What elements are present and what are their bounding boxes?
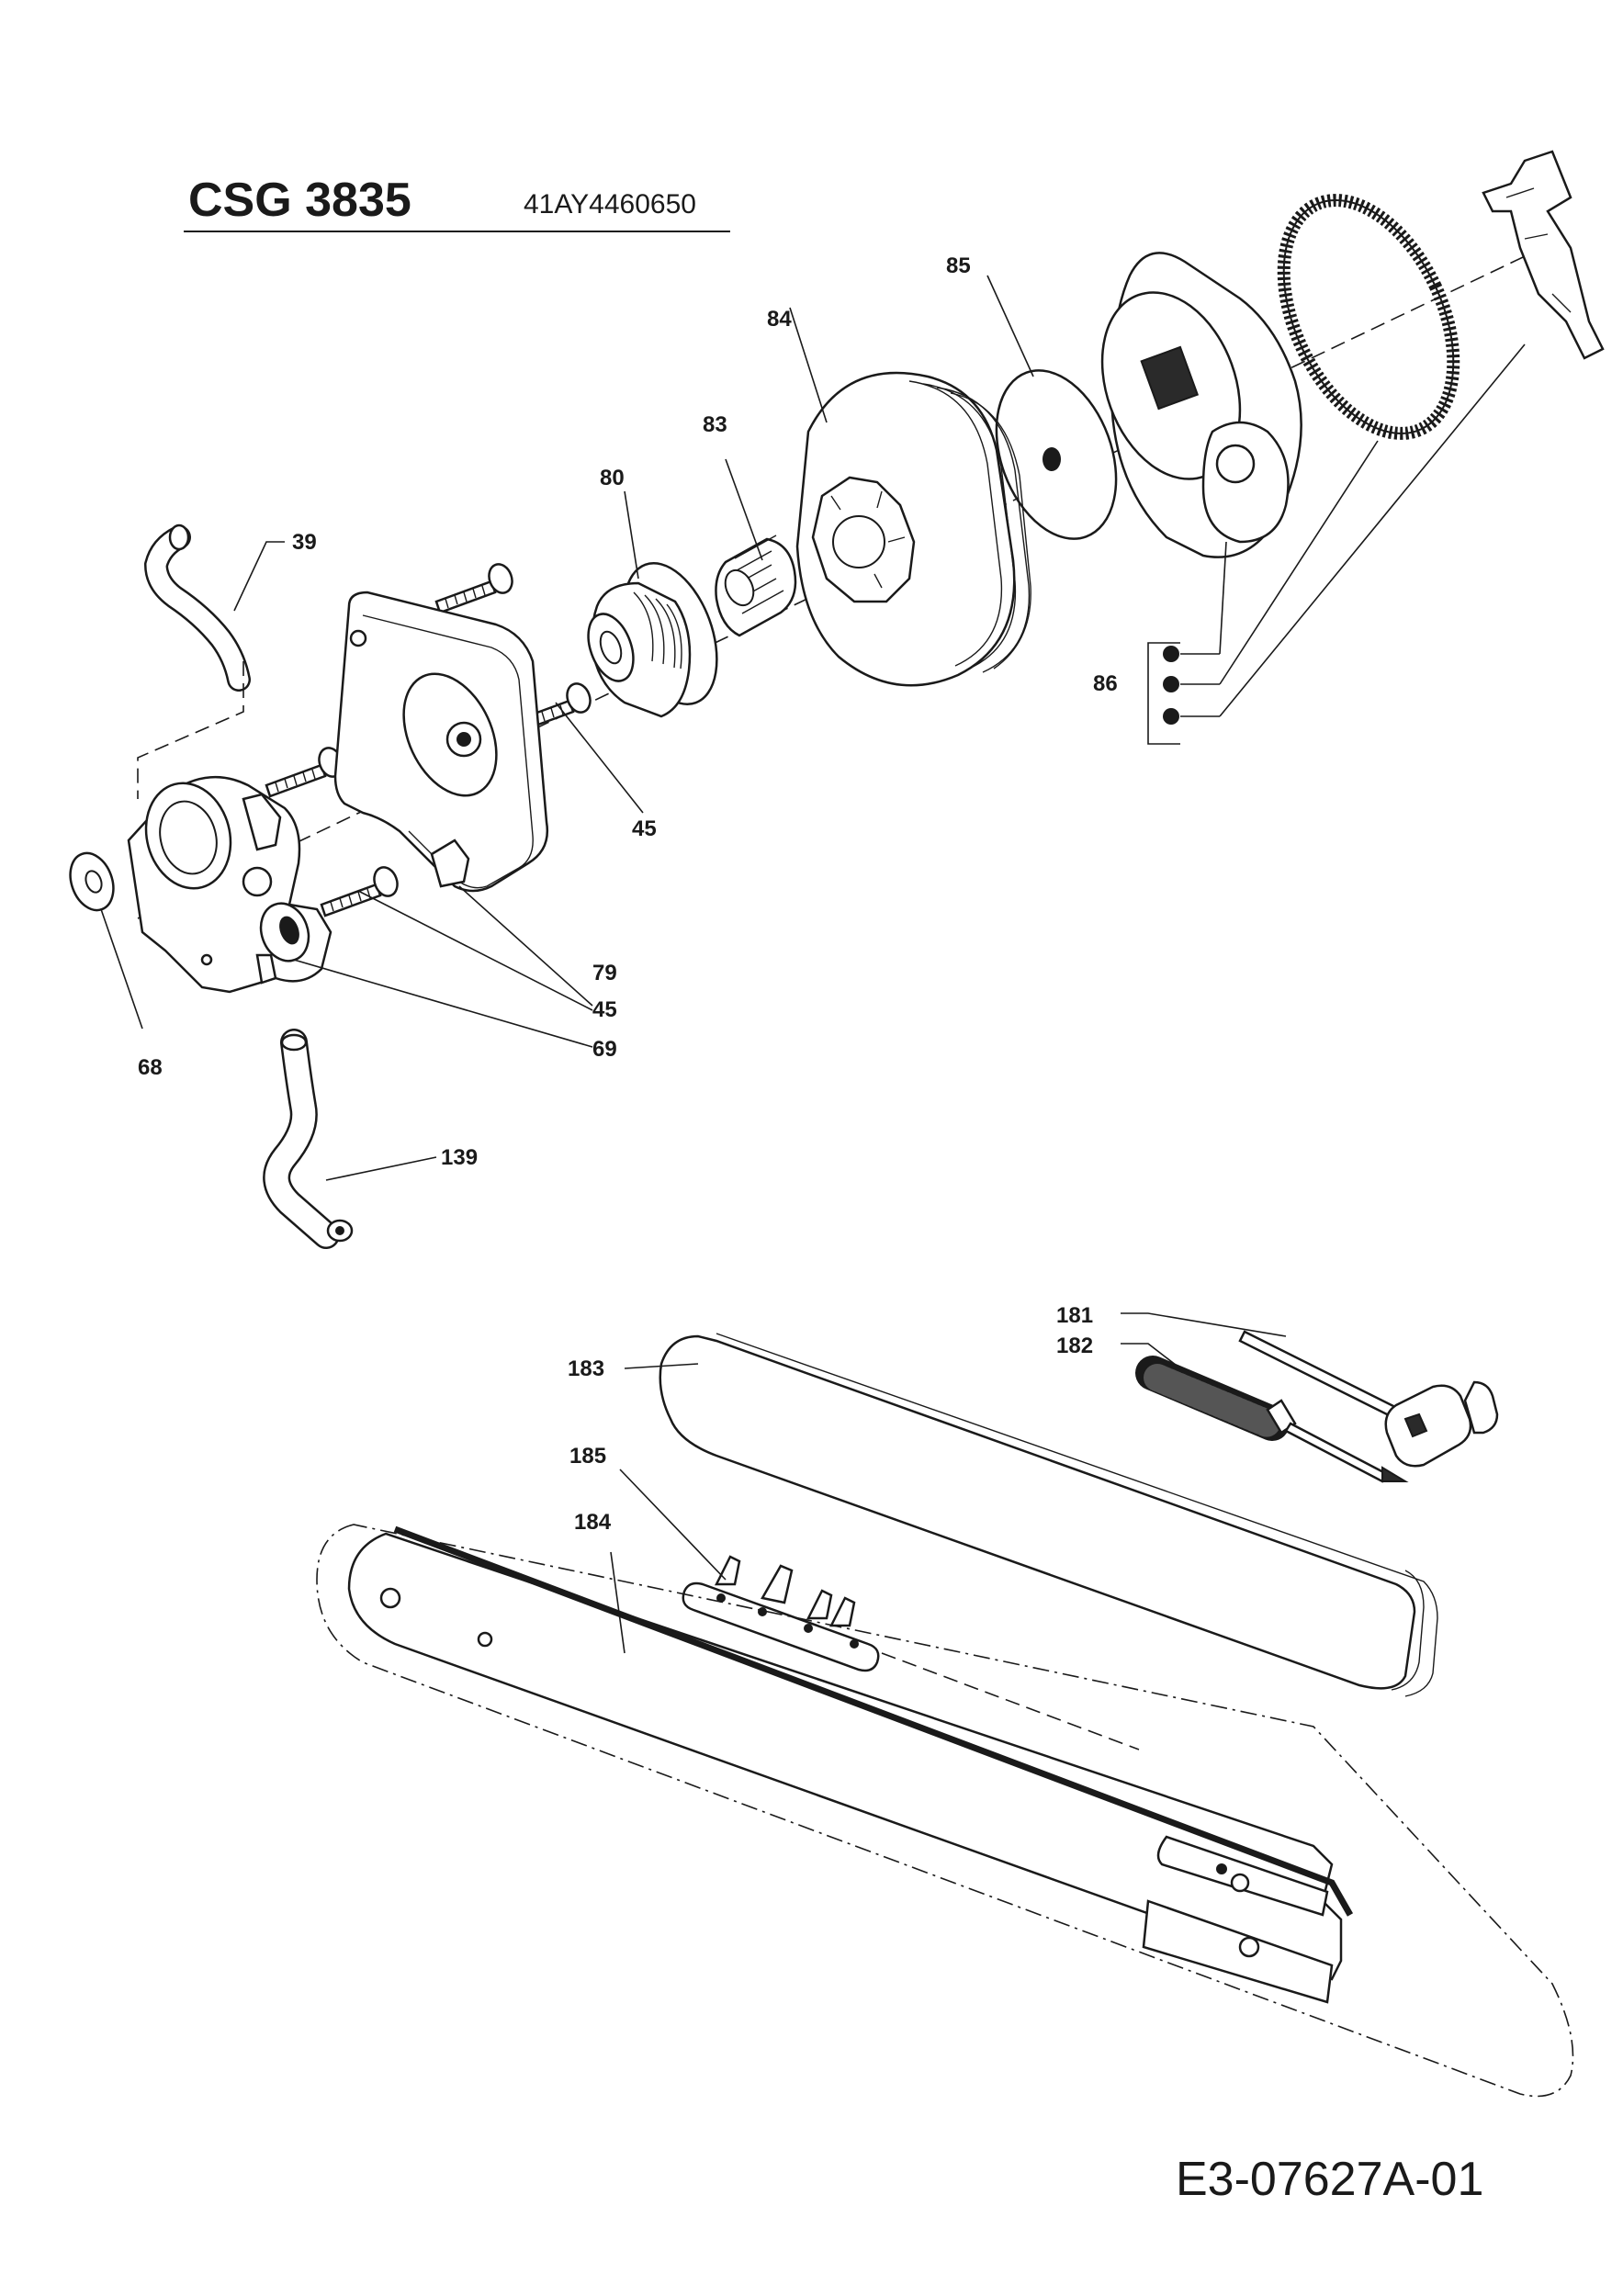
guide-bar-part-184 bbox=[316, 1524, 1574, 2098]
callout-68: 68 bbox=[138, 1055, 163, 1080]
callout-80: 80 bbox=[600, 466, 625, 490]
leader-lines bbox=[100, 275, 1526, 1654]
saw-chain-part-185 bbox=[682, 1555, 880, 1672]
callout-69: 69 bbox=[592, 1037, 617, 1062]
callout-86: 86 bbox=[1093, 671, 1118, 696]
part-86-reference-bracket bbox=[1147, 642, 1220, 745]
callout-184: 184 bbox=[574, 1510, 612, 1535]
screw-part-45-bottom bbox=[320, 866, 399, 917]
callout-85: 85 bbox=[946, 253, 971, 278]
oil-hose-part-39 bbox=[143, 523, 251, 692]
screwdriver-part-182 bbox=[1135, 1356, 1409, 1483]
oil-pump-body-part-69 bbox=[127, 775, 332, 994]
screw-part-45-top bbox=[434, 563, 513, 614]
callout-182: 182 bbox=[1056, 1334, 1093, 1358]
hose-part-139 bbox=[263, 1029, 354, 1249]
callout-139: 139 bbox=[441, 1145, 478, 1170]
clutch-shoes-part-86 bbox=[1100, 252, 1302, 558]
needle-bearing-part-83 bbox=[715, 535, 797, 637]
clutch-hub-part-86 bbox=[1482, 150, 1605, 360]
washer-part-68 bbox=[69, 851, 115, 912]
drawing-id: E3-07627A-01 bbox=[1176, 2153, 1483, 2206]
callout-45-lower: 45 bbox=[592, 997, 617, 1022]
oil-pump-worm-part-80 bbox=[587, 562, 718, 718]
callout-83: 83 bbox=[703, 412, 727, 437]
callout-79: 79 bbox=[592, 961, 617, 985]
cover-plate-part-79 bbox=[333, 591, 549, 893]
drive-axis-line bbox=[137, 238, 1562, 919]
callout-181: 181 bbox=[1056, 1303, 1093, 1328]
model-title: CSG 3835 bbox=[188, 174, 411, 227]
clutch-spring-part-86 bbox=[1277, 194, 1460, 440]
part-number: 41AY4460650 bbox=[524, 189, 696, 219]
callout-84: 84 bbox=[767, 307, 792, 332]
bar-cover-part-183 bbox=[659, 1333, 1438, 1697]
callout-183: 183 bbox=[568, 1356, 604, 1381]
chain-to-bar-line bbox=[881, 1652, 1140, 1750]
callout-45-upper: 45 bbox=[632, 816, 657, 841]
clutch-drum-part-84 bbox=[795, 371, 1031, 687]
callout-39: 39 bbox=[292, 530, 317, 555]
hose-connection-line bbox=[137, 661, 244, 799]
washer-part-85 bbox=[995, 369, 1118, 540]
callout-185: 185 bbox=[569, 1444, 606, 1469]
spark-plug-wrench-part-181 bbox=[1238, 1330, 1499, 1468]
screw-part-45-left bbox=[265, 747, 344, 798]
